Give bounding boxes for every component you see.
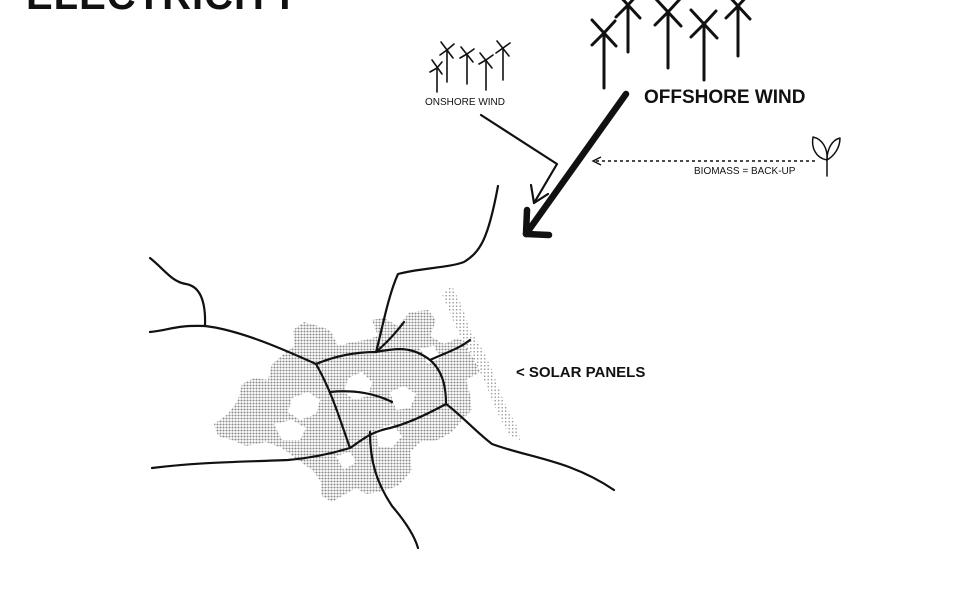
wind-turbine-icon <box>724 0 752 58</box>
biomass-arrow <box>591 156 815 166</box>
city-area <box>214 286 520 502</box>
onshore-turbines <box>429 40 511 93</box>
offshore-arrow <box>522 90 630 239</box>
page-title: ELECTRICITY <box>26 0 299 19</box>
offshore-turbines <box>590 0 752 90</box>
onshore-wind-label: ONSHORE WIND <box>425 97 505 108</box>
leaf-icon <box>811 136 841 177</box>
onshore-arrow <box>479 113 559 205</box>
wind-turbine-icon <box>614 0 642 54</box>
road-network <box>148 184 616 550</box>
wind-turbine-icon <box>429 59 443 93</box>
offshore-wind-label: OFFSHORE WIND <box>644 87 806 108</box>
wind-turbine-icon <box>495 40 511 81</box>
wind-turbine-icon <box>459 46 475 85</box>
wind-turbine-icon <box>439 41 455 83</box>
biomass-label: BIOMASS = BACK-UP <box>694 166 796 177</box>
solar-panels-label: < SOLAR PANELS <box>516 364 646 381</box>
wind-turbine-icon <box>590 18 618 90</box>
wind-turbine-icon <box>478 52 494 91</box>
wind-turbine-icon <box>653 0 683 70</box>
wind-turbine-icon <box>689 8 719 82</box>
